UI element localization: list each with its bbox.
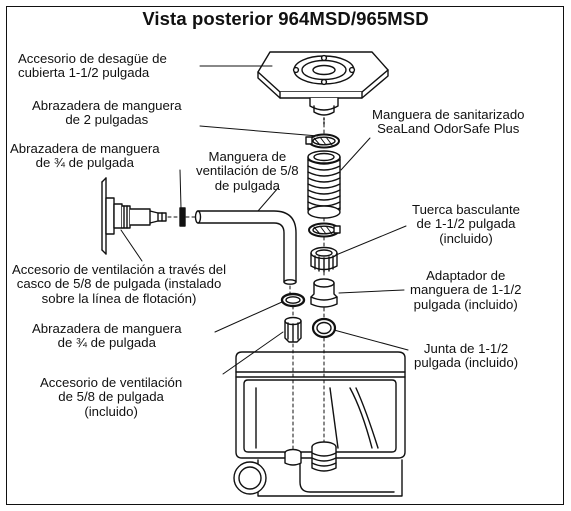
hose-clamp-34-bottom-part [280,292,306,308]
sanitation-hose [307,150,341,219]
label-vent-hose: Manguera de ventilación de 5/8 de pulgad… [196,149,299,193]
assembly-axes [167,123,325,450]
label-through-hull-vent-fitting: Accesorio de ventilación a través del ca… [12,262,227,306]
label-hose-clamp-2in: Abrazadera de manguera de 2 pulgadas [32,98,182,128]
hose-clamp-34-top-part [179,207,186,227]
through-hull-vent-fitting [101,177,167,255]
swivel-nut [310,246,338,273]
leader-lines [120,65,409,375]
label-hose-adapter: Adaptador de manguera de 1-1/2 pulgada (… [410,268,522,312]
deck-drain-fitting [257,51,389,125]
vent-fitting [284,316,302,343]
vent-hose [194,210,297,285]
toilet-base [233,351,406,497]
hose-adapter [310,278,338,308]
label-vent-fitting: Accesorio de ventilación de 5/8 de pulga… [40,375,183,419]
diagram-title: Vista posterior 964MSD/965MSD [142,8,429,29]
hose-clamp-lower [308,222,341,238]
label-sanitation-hose: Manguera de sanitarizado SeaLand OdorSaf… [372,107,525,137]
label-hose-clamp-34-top: Abrazadera de manguera de ¾ de pulgada [10,141,160,171]
label-deck-drain-fitting: Accesorio de desagüe de cubierta 1-1/2 p… [18,51,167,81]
label-hose-clamp-34-bottom: Abrazadera de manguera de ¾ de pulgada [32,321,182,351]
gasket [311,317,337,339]
label-gasket: Junta de 1-1/2 pulgada (incluido) [414,341,519,371]
hose-clamp-2in [305,133,340,149]
label-swivel-nut: Tuerca basculante de 1-1/2 pulgada (incl… [412,202,521,246]
